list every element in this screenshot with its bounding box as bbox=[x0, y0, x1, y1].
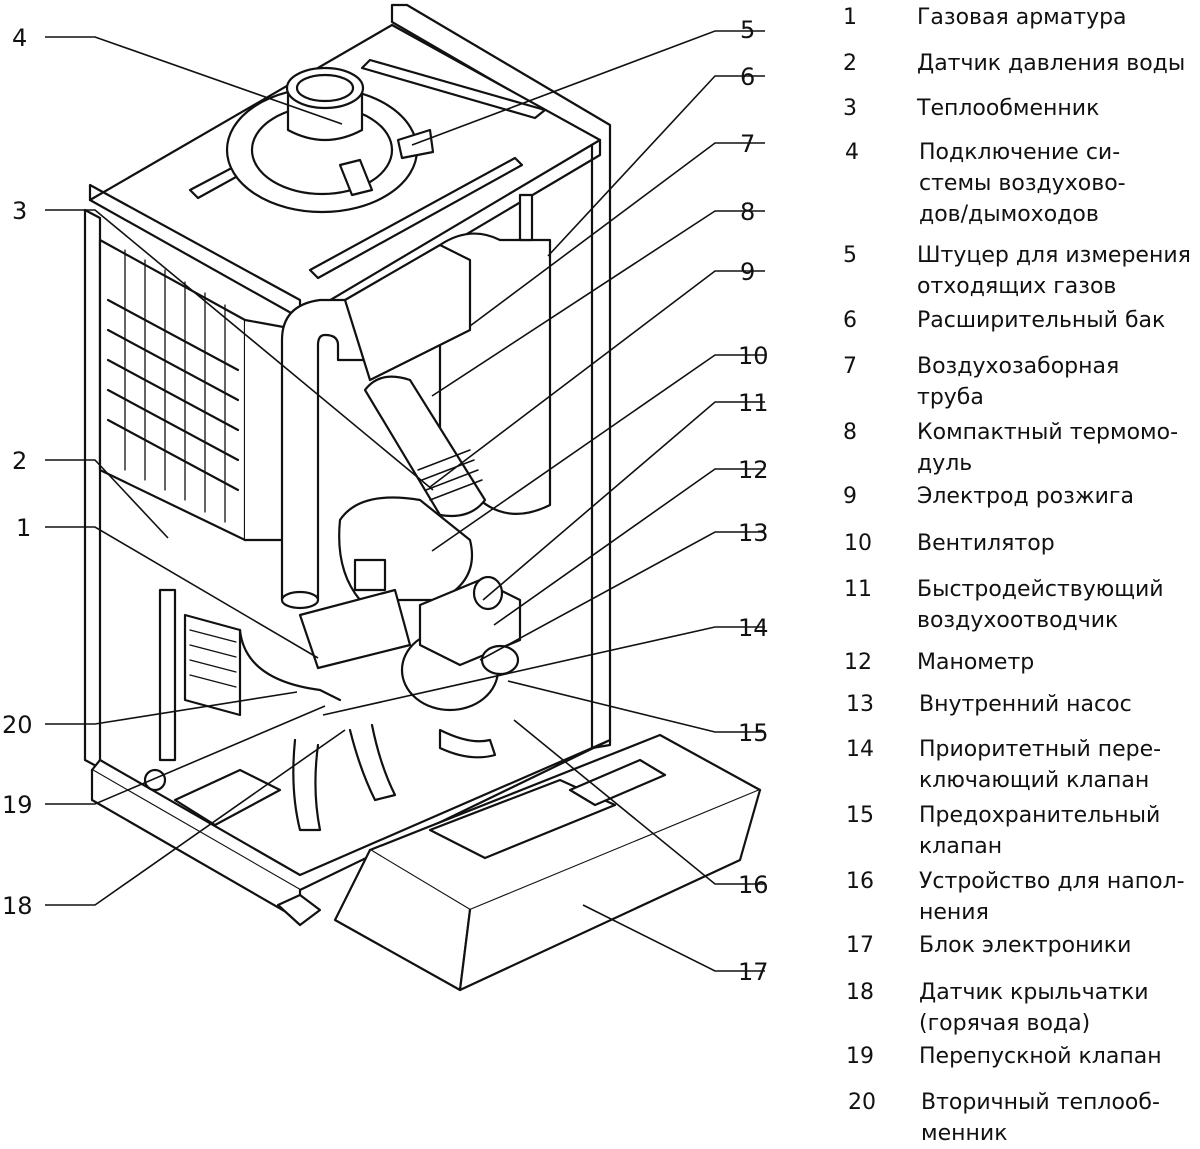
legend-text-5: Штуцер для измерения отходящих газов bbox=[917, 243, 1191, 299]
legend-text-2: Датчик давления воды bbox=[917, 51, 1186, 76]
callout-13: 13 bbox=[738, 519, 769, 547]
callout-19: 19 bbox=[2, 791, 33, 819]
leader-line-18 bbox=[45, 729, 346, 906]
legend-num-2: 2 bbox=[843, 51, 857, 76]
leader-line-8 bbox=[431, 210, 765, 397]
legend-text-16: Устройство для напол- нения bbox=[919, 869, 1185, 925]
leader-line-15 bbox=[507, 680, 765, 733]
leader-line-5 bbox=[411, 30, 765, 146]
legend-num-7: 7 bbox=[843, 354, 857, 379]
callout-5: 5 bbox=[740, 16, 755, 44]
leader-line-9 bbox=[429, 270, 765, 488]
secondary-heat-exchanger bbox=[183, 613, 242, 717]
callout-8: 8 bbox=[740, 198, 755, 226]
leader-line-7 bbox=[469, 142, 765, 327]
legend-num-20: 20 bbox=[848, 1090, 876, 1115]
leader-line-6 bbox=[547, 75, 765, 257]
gas-valve bbox=[298, 588, 412, 670]
leader-line-17 bbox=[582, 904, 765, 972]
leader-line-3 bbox=[45, 209, 434, 491]
legend-text-12: Манометр bbox=[917, 650, 1035, 675]
leader-line-20 bbox=[45, 691, 298, 725]
legend-text-7: Воздухозаборная труба bbox=[917, 354, 1120, 410]
legend-num-11: 11 bbox=[844, 577, 872, 602]
callout-numbers: 4 3 2 1 20 19 18 5 6 7 8 9 10 11 12 13 1… bbox=[2, 16, 769, 986]
callout-4: 4 bbox=[12, 24, 27, 52]
legend-num-1: 1 bbox=[843, 5, 857, 30]
leader-line-4 bbox=[45, 36, 343, 125]
leader-line-19 bbox=[45, 705, 326, 805]
legend-num-13: 13 bbox=[846, 692, 874, 717]
legend-text-15: Предохранительный клапан bbox=[919, 803, 1161, 859]
callout-18: 18 bbox=[2, 892, 33, 920]
leader-line-14 bbox=[322, 626, 765, 716]
leader-line-10 bbox=[431, 354, 765, 552]
legend-text-3: Теплообменник bbox=[917, 96, 1100, 121]
legend-num-5: 5 bbox=[843, 243, 857, 268]
thermo-module bbox=[343, 243, 472, 382]
leader-line-2 bbox=[45, 459, 169, 539]
callout-1: 1 bbox=[16, 514, 31, 542]
legend-text-6: Расширительный бак bbox=[917, 308, 1166, 333]
legend-text-17: Блок электроники bbox=[919, 933, 1132, 958]
legend-text-10: Вентилятор bbox=[917, 531, 1055, 556]
boiler-back-panel bbox=[390, 3, 612, 750]
callout-3: 3 bbox=[12, 197, 27, 225]
callout-10: 10 bbox=[738, 342, 769, 370]
leader-lines bbox=[45, 30, 765, 972]
legend-num-6: 6 bbox=[843, 308, 857, 333]
legend-text-9: Электрод розжига bbox=[917, 484, 1134, 509]
legend-num-15: 15 bbox=[846, 803, 874, 828]
boiler-diagram: 4 3 2 1 20 19 18 5 6 7 8 9 10 11 12 13 1… bbox=[2, 3, 769, 992]
heat-exchanger bbox=[98, 238, 247, 542]
legend-text-1: Газовая арматура bbox=[917, 5, 1127, 30]
legend-num-19: 19 bbox=[846, 1044, 874, 1069]
legend-text-8: Компактный термомо- дуль bbox=[917, 420, 1179, 476]
callout-11: 11 bbox=[738, 389, 769, 417]
legend-text-11: Быстродействующий воздухоотводчик bbox=[917, 577, 1164, 633]
legend-num-16: 16 bbox=[846, 869, 874, 894]
legend-num-4: 4 bbox=[845, 140, 859, 165]
legend-num-8: 8 bbox=[843, 420, 857, 445]
legend-text-13: Внутренний насос bbox=[919, 692, 1132, 717]
leader-line-12 bbox=[493, 468, 765, 626]
boiler-left-frame bbox=[83, 208, 102, 770]
callout-16: 16 bbox=[738, 871, 769, 899]
callout-17: 17 bbox=[738, 958, 769, 986]
leader-line-11 bbox=[482, 401, 765, 601]
legend-num-9: 9 bbox=[843, 484, 857, 509]
legend-num-12: 12 bbox=[844, 650, 872, 675]
callout-14: 14 bbox=[738, 614, 769, 642]
legend-num-3: 3 bbox=[843, 96, 857, 121]
legend-num-14: 14 bbox=[846, 737, 874, 762]
callout-2: 2 bbox=[12, 447, 27, 475]
legend-text-4: Подключение си- стемы воздухово- дов/дым… bbox=[919, 140, 1126, 227]
callout-9: 9 bbox=[740, 258, 755, 286]
callout-20: 20 bbox=[2, 711, 33, 739]
leader-line-1 bbox=[45, 526, 319, 659]
legend-num-17: 17 bbox=[846, 933, 874, 958]
callout-7: 7 bbox=[740, 130, 755, 158]
legend-text-18: Датчик крыльчатки (горячая вода) bbox=[919, 980, 1149, 1036]
legend-text-20: Вторичный теплооб- менник bbox=[921, 1090, 1160, 1146]
leader-line-16 bbox=[513, 719, 765, 885]
legend-text-14: Приоритетный пере- ключающий клапан bbox=[919, 737, 1162, 793]
callout-15: 15 bbox=[738, 719, 769, 747]
legend-text-19: Перепускной клапан bbox=[919, 1044, 1162, 1069]
legend-num-10: 10 bbox=[844, 531, 872, 556]
callout-12: 12 bbox=[738, 456, 769, 484]
leader-line-13 bbox=[479, 531, 765, 661]
legend-num-18: 18 bbox=[846, 980, 874, 1005]
callout-6: 6 bbox=[740, 63, 755, 91]
